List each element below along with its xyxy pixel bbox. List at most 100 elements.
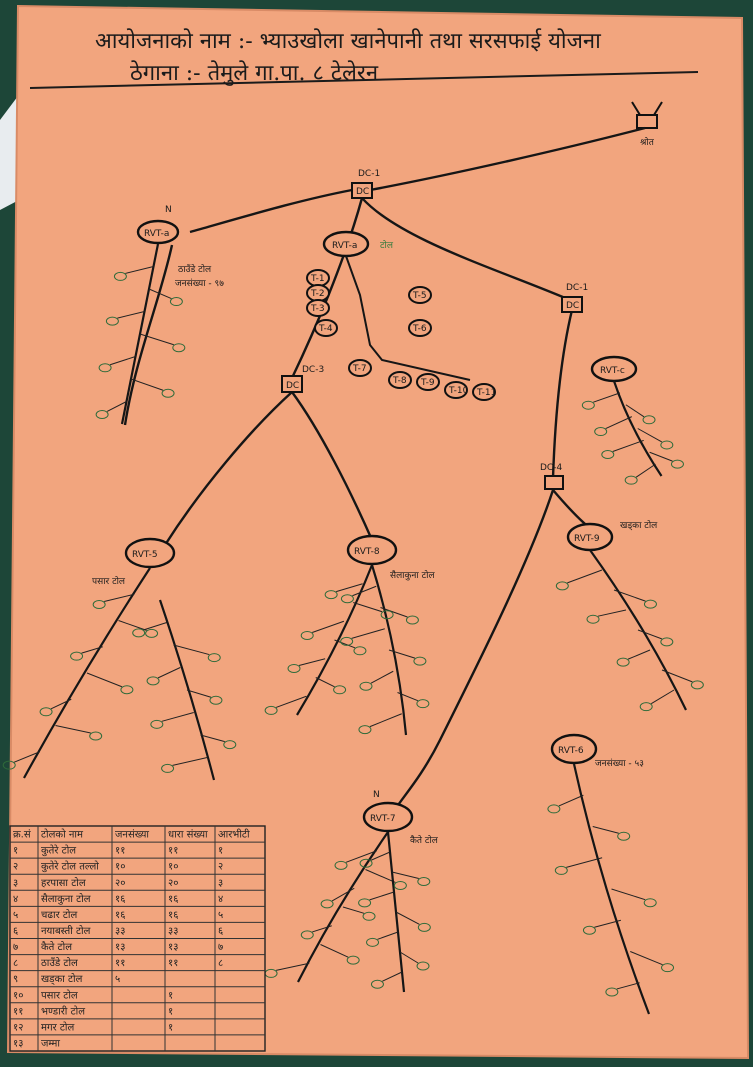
paper-sheet [8,6,748,1058]
north-mark-b: N [373,790,380,800]
table-cell: कुतेरे टोल तल्लो [41,861,99,873]
table-cell: १ [168,1022,173,1033]
tap-ellipse [348,359,372,377]
tap-label: T-2 [310,289,325,299]
table-cell: ४ [218,894,223,905]
tap-label: T-1 [310,274,325,284]
annotation-a5: सैलाकुना टोल [390,569,435,581]
annotation-a7: जनसंख्या - ५३ [595,758,644,769]
dc-box-right: DC [561,296,583,313]
tap-label: T-11 [476,388,496,398]
table-cell: २ [218,862,223,873]
table-header-cell: क्र.सं [13,829,31,841]
table-cell: १ [13,846,18,857]
table-cell: ११ [168,958,178,969]
table-cell: २० [168,878,178,889]
table-cell: ६ [218,926,223,937]
table-cell: १० [13,990,23,1001]
table-cell: ३ [218,878,223,889]
dc-label-right: DC-1 [566,283,588,293]
tap-ellipse [444,381,468,399]
tap-label: T-3 [310,304,325,314]
table-cell: नयाबस्ती टोल [41,925,91,937]
table-cell: ११ [168,846,178,857]
annotation-a8: कैते टोल [410,834,439,846]
rvt-label-7: RVT-7 [370,814,396,824]
table-cell: खड्का टोल [41,973,83,985]
table-cell: ७ [218,942,223,953]
annotation-a4: पसार टोल [92,575,126,587]
table-cell: १३ [13,1039,23,1050]
svg-text:DC: DC [566,301,579,311]
dc-box-left: DC [281,375,303,393]
tap-ellipse [472,383,496,401]
rvt-label-a: RVT-a [144,229,169,239]
table-cell: २० [115,878,125,889]
table-cell: १३ [168,942,178,953]
table-cell: ५ [115,974,120,985]
tap-ellipse [408,286,432,304]
tap-label: T-4 [318,324,333,334]
rvt-label-b: RVT-a [332,241,357,251]
table-cell: चढार टोल [41,909,77,921]
annotation-a3: टोल [380,239,394,251]
table-cell: ११ [115,958,125,969]
table-cell: १६ [115,910,125,921]
table-cell: १० [115,862,125,873]
table-cell: १३ [115,942,125,953]
tap-label: T-9 [420,378,435,388]
tap-ellipse [388,371,412,389]
table-cell: १२ [13,1022,23,1033]
table-cell: ठाउँडे टोल [41,957,78,969]
title-line-1: आयोजनाको नाम :- भ्याउखोला खानेपानी तथा स… [95,28,601,54]
table-cell: १६ [168,894,178,905]
table-cell: ५ [218,910,223,921]
table-cell: ४ [13,894,18,905]
table-cell: ३३ [115,926,125,937]
table-cell: ६ [13,926,18,937]
table-cell: १ [168,990,173,1001]
rvt-label-6: RVT-6 [558,746,584,756]
rvt-label-8: RVT-8 [354,547,380,557]
table-cell: भण्डारी टोल [41,1005,85,1017]
tap-ellipse [408,319,432,337]
annotation-a2: जनसंख्या - ९७ [175,278,224,289]
table-cell: ७ [13,942,18,953]
table-header-cell: धारा संख्या [168,829,208,841]
rvt-reservoirs [124,219,638,833]
table-cell: कैते टोल [41,941,72,953]
annotation-a6: खड्का टोल [620,519,658,531]
table-cell: हरपासा टोल [41,877,86,889]
title-underline [29,71,699,89]
tap-ellipse [314,319,338,337]
dc-box-lower [544,475,564,490]
branch-network [14,243,693,1015]
table-cell: जम्मा [41,1039,60,1050]
rvt-label-5: RVT-5 [132,550,158,560]
tap-label: T-10 [448,386,469,396]
annotation-a1: ठाउँडे टोल [178,263,212,275]
rvt-label-c: RVT-c [600,366,625,376]
table-cell: ८ [13,958,18,969]
tap-label: T-5 [412,291,427,301]
tap-ellipse [306,299,330,317]
table-cell: मगर टोल [41,1021,75,1033]
table-header-cell: आरभीटी [218,829,250,841]
dc-box-top: DC [351,182,373,199]
source-label: श्रोत [640,136,655,148]
rvt-label-9: RVT-9 [574,534,600,544]
table-cell: १६ [168,910,178,921]
dc-label-3: DC-3 [302,365,324,375]
table-cell: १० [168,862,178,873]
table-header-cell: जनसंख्या [115,829,149,841]
table-cell: ११ [115,846,125,857]
svg-text:DC: DC [286,381,299,391]
source-tank-icon [631,101,663,129]
table-cell: पसार टोल [41,989,78,1001]
tap-ellipse [416,373,440,391]
main-pipelines [123,126,646,811]
table-cell: १६ [115,894,125,905]
